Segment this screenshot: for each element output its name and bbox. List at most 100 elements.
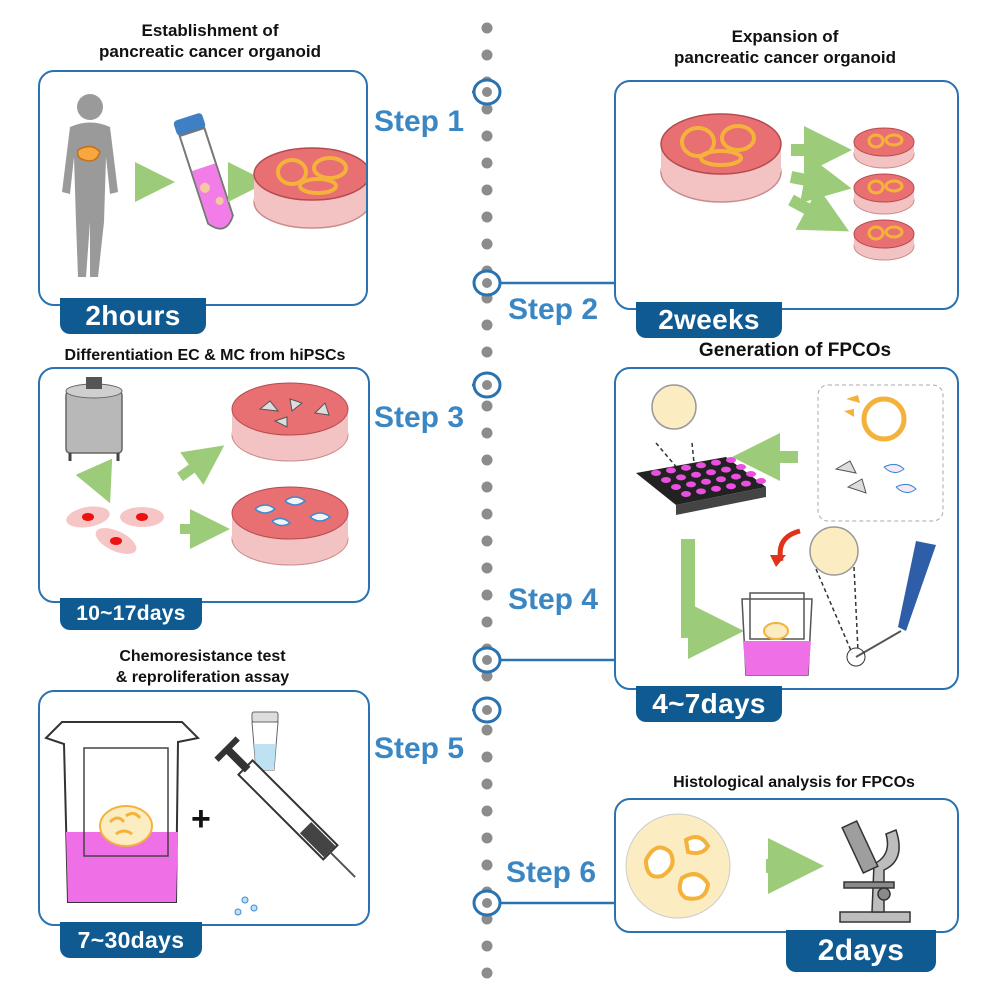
zoom-circle-icon xyxy=(651,384,697,430)
step-3-panel xyxy=(38,367,370,603)
well xyxy=(651,470,661,476)
well xyxy=(661,477,671,483)
step-3-title-text: Differentiation EC & MC from hiPSCs xyxy=(64,347,346,364)
step-2-illustration xyxy=(660,113,915,261)
small-dishes xyxy=(853,127,915,261)
step-5-title: Chemoresistance test & reproliferation a… xyxy=(40,646,365,688)
timeline-dot xyxy=(481,805,493,817)
timeline-dot xyxy=(481,454,493,466)
step-6-title: Histological analysis for FPCOs xyxy=(628,772,960,793)
well xyxy=(721,466,731,473)
step-1-title: Establishment of pancreatic cancer organ… xyxy=(60,20,360,62)
cryo-tank-icon xyxy=(65,377,123,461)
step-2-panel xyxy=(614,80,959,310)
well xyxy=(736,464,746,470)
mc-dish-icon xyxy=(231,486,349,566)
step-2-title-text: Expansion of pancreatic cancer organoid xyxy=(673,27,897,67)
step-4-duration: 4~7days xyxy=(636,686,782,722)
well xyxy=(686,481,696,488)
pipette-icon xyxy=(846,541,936,667)
transwell-icon xyxy=(741,592,813,676)
well xyxy=(726,457,736,463)
timeline-dot xyxy=(481,616,493,628)
cell-mix-box xyxy=(817,384,944,522)
timeline-dot xyxy=(481,535,493,547)
well xyxy=(731,473,741,480)
timeline-dot xyxy=(481,400,493,412)
step-6-panel xyxy=(614,798,959,933)
timeline-dot xyxy=(481,427,493,439)
well xyxy=(681,491,691,497)
well xyxy=(711,459,721,466)
culture-dish-icon xyxy=(660,113,782,203)
microtube-icon xyxy=(251,711,279,771)
step-5-title-text: Chemoresistance test & reproliferation a… xyxy=(115,648,290,686)
well xyxy=(696,488,706,495)
tissue-section-icon xyxy=(625,813,731,919)
step-5-duration: 7~30days xyxy=(60,922,202,958)
step-3-duration: 10~17days xyxy=(60,598,202,630)
timeline-dot xyxy=(481,103,493,115)
well xyxy=(681,464,691,471)
well xyxy=(691,471,701,478)
timeline-dot xyxy=(481,751,493,763)
well xyxy=(671,484,681,490)
step-4-label: Step 4 xyxy=(508,583,599,616)
step-1-label: Step 1 xyxy=(374,105,465,138)
step-4-illustration xyxy=(636,384,944,676)
timeline-dot xyxy=(481,157,493,169)
step-2-label: Step 2 xyxy=(508,293,599,326)
timeline-dot xyxy=(481,589,493,601)
well xyxy=(716,476,726,483)
step-2-title: Expansion of pancreatic cancer organoid xyxy=(635,26,935,68)
step-3-illustration xyxy=(65,377,349,566)
step-1-panel xyxy=(38,70,371,306)
timeline-dot xyxy=(481,319,493,331)
timeline-dot xyxy=(481,346,493,358)
timeline-dot xyxy=(481,238,493,250)
timeline-dot xyxy=(481,130,493,142)
plus-sign: + xyxy=(191,800,211,838)
transwell-icon xyxy=(44,721,201,903)
step-6-label: Step 6 xyxy=(506,856,597,889)
step-5-illustration xyxy=(44,711,356,916)
step-5-label: Step 5 xyxy=(374,732,465,765)
step-4-title-text: Generation of FPCOs xyxy=(698,340,892,361)
well xyxy=(746,471,756,477)
timeline-dot xyxy=(481,508,493,520)
microscope-icon xyxy=(839,819,911,923)
well xyxy=(701,478,711,485)
step-3-title: Differentiation EC & MC from hiPSCs xyxy=(40,345,370,366)
well xyxy=(676,474,686,481)
step-6-duration: 2days xyxy=(786,930,936,972)
timeline-dot xyxy=(481,859,493,871)
well xyxy=(711,485,721,492)
well xyxy=(726,483,736,490)
ec-dish-icon xyxy=(231,382,349,462)
human-body-icon xyxy=(62,94,118,277)
timeline-connectors xyxy=(472,90,614,905)
timeline xyxy=(481,22,493,979)
cell-icons xyxy=(66,506,164,554)
pancreas-icon xyxy=(76,145,101,162)
timeline-dot xyxy=(481,481,493,493)
well xyxy=(741,480,751,487)
step-4-title: Generation of FPCOs xyxy=(630,340,960,361)
timeline-dot xyxy=(481,562,493,574)
timeline-dot xyxy=(481,724,493,736)
step-3-label: Step 3 xyxy=(374,401,465,434)
timeline-dot xyxy=(481,967,493,979)
step-4-panel xyxy=(614,367,959,690)
step-1-duration: 2hours xyxy=(60,298,206,334)
well-plate-icon xyxy=(636,457,766,515)
step-6-illustration xyxy=(625,813,911,923)
timeline-dot xyxy=(481,778,493,790)
well xyxy=(756,478,766,484)
step-2-duration: 2weeks xyxy=(636,302,782,338)
timeline-dot xyxy=(481,22,493,34)
syringe-icon xyxy=(214,736,356,878)
step-1-title-text: Establishment of pancreatic cancer organ… xyxy=(98,21,322,61)
culture-dish-icon xyxy=(253,147,371,229)
well xyxy=(666,467,676,474)
